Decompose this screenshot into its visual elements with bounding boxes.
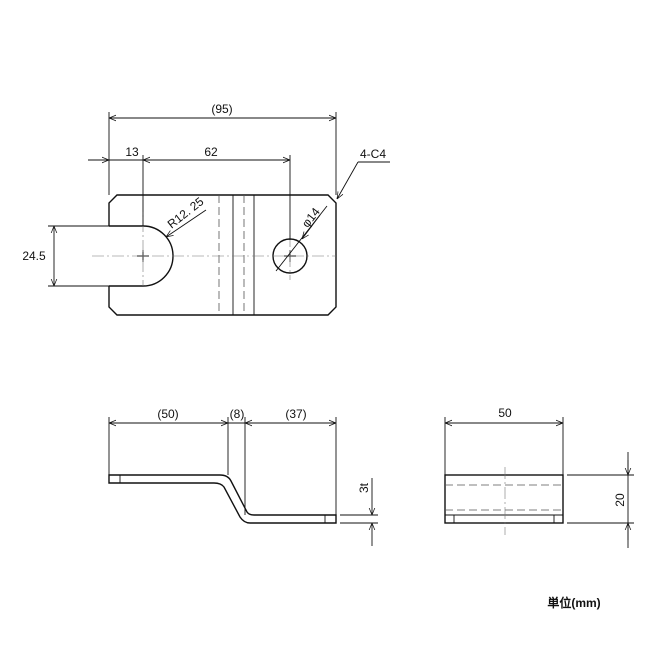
dim-slot-offset: 13	[125, 145, 139, 159]
hole-diameter-callout: φ14	[299, 205, 323, 231]
dim-height: 20	[613, 493, 627, 507]
dim-hole-spacing: 62	[204, 145, 218, 159]
slot-radius-callout: R12. 25	[165, 194, 207, 231]
dim-upper-length: (50)	[157, 407, 178, 421]
unit-label: 単位(mm)	[547, 595, 600, 610]
dim-offset-length: (8)	[230, 407, 245, 421]
side-view: (50) (8) (37) 3t	[108, 407, 378, 546]
dim-overall-length: (95)	[211, 102, 232, 116]
plate-outline	[108, 194, 337, 316]
dim-lower-length: (37)	[285, 407, 306, 421]
dim-thickness: 3t	[357, 482, 371, 493]
chamfer-callout: 4-C4	[360, 147, 386, 161]
bent-plate-outline	[108, 474, 337, 524]
end-view: 50 20	[444, 406, 634, 548]
top-view: (95) 13 62 4-C4 R12. 25 φ14 24.5	[22, 102, 390, 316]
end-outline	[444, 474, 564, 524]
dim-slot-width: 24.5	[22, 249, 46, 263]
dim-width: 50	[498, 406, 512, 420]
